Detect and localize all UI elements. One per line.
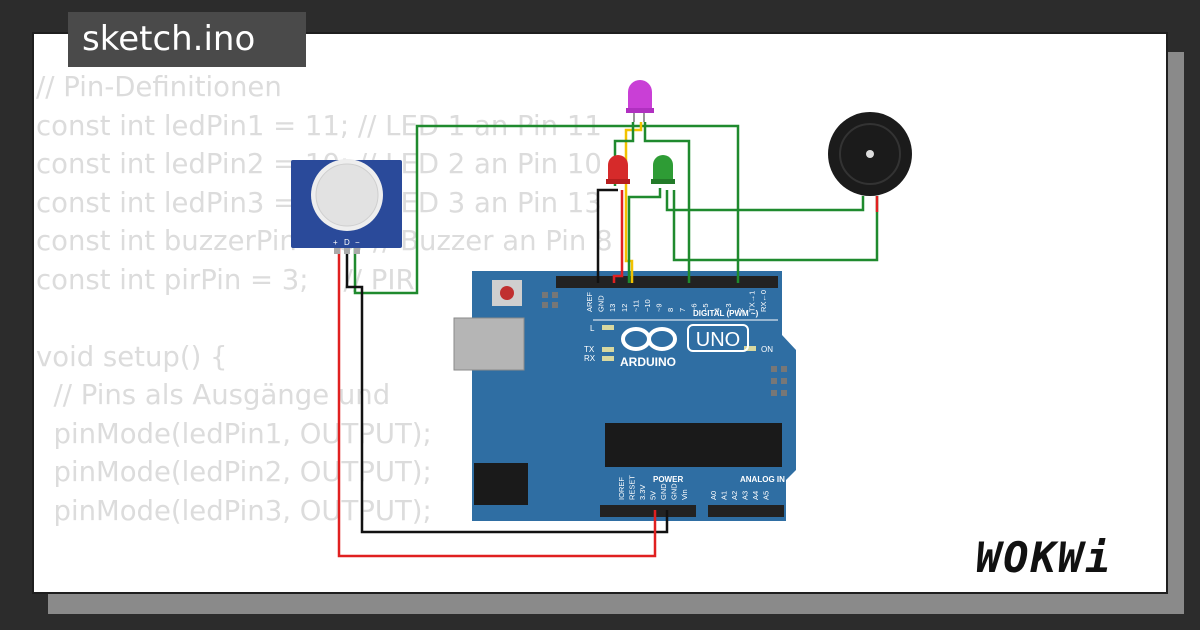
- code-line: const int ledPin2 = 10; // LED 2 an Pin …: [36, 148, 602, 180]
- wire-black-gnd: [345, 246, 669, 534]
- digital-pin-label: ~3: [724, 303, 733, 312]
- uno-label: UNO: [696, 329, 740, 351]
- uno-label-box: [687, 324, 749, 352]
- pir-pin-plus: +: [333, 238, 338, 247]
- file-tab[interactable]: sketch.ino: [68, 12, 306, 67]
- code-line: pinMode(ledPin2, OUTPUT);: [36, 456, 432, 488]
- digital-pin-label: 13: [608, 304, 617, 312]
- code-line: const int ledPin1 = 11; // LED 1 an Pin …: [36, 109, 602, 142]
- digital-pin-label: ~9: [655, 303, 664, 312]
- digital-pin-label: 7: [678, 308, 687, 312]
- wokwi-logo: WOKWi: [976, 533, 1113, 582]
- wire-green-led-b: [643, 122, 691, 283]
- code-line: const int buzzerPin = 8; // Buzzer an Pi…: [36, 225, 613, 257]
- led-purple[interactable]: [626, 80, 654, 122]
- power-pin-label: RESET: [628, 475, 637, 500]
- led-red[interactable]: [606, 155, 630, 184]
- pir-pin-minus: −: [355, 238, 360, 247]
- power-pin-label: 5V: [649, 491, 658, 500]
- analog-pin-label: A2: [730, 491, 739, 500]
- digital-pin-label: TX→1: [747, 291, 756, 312]
- digital-pin-label: GND: [597, 295, 606, 312]
- digital-pin-label: 12: [620, 304, 629, 312]
- power-pin-label: IOREF: [617, 477, 626, 500]
- reset-button[interactable]: [500, 286, 514, 300]
- power-jack-icon: [474, 463, 528, 505]
- code-line: void setup() {: [36, 340, 228, 373]
- analog-pin-label: A4: [751, 491, 760, 500]
- arduino-uno-board[interactable]: UNO ARDUINO DIGITAL (PWM ~) ON L TX RX P…: [453, 271, 796, 521]
- digital-pin-label: RX←0: [759, 290, 768, 312]
- wire-green-buzzer-sig: [672, 190, 879, 262]
- analog-pin-label: A3: [741, 491, 750, 500]
- microcontroller-chip: [605, 423, 782, 467]
- wire-green-led3: [627, 188, 662, 283]
- code-line: // Pins als Ausgänge und: [36, 379, 391, 411]
- digital-header-label: DIGITAL (PWM ~): [693, 309, 759, 318]
- led-rx-label: RX: [584, 354, 596, 363]
- code-line: const int pirPin = 3; // PIR: [36, 263, 415, 296]
- digital-pin-label: ~6: [689, 303, 698, 312]
- wire-green-pir: [353, 124, 740, 295]
- wires: [337, 122, 879, 558]
- code-line: // Pin-Definitionen: [36, 71, 282, 103]
- analog-header-label: ANALOG IN: [740, 475, 785, 484]
- wire-red-led: [612, 190, 624, 283]
- digital-pin-label: ~11: [631, 300, 640, 312]
- pir-pin-d: D: [344, 238, 350, 247]
- led-tx-label: TX: [584, 345, 595, 354]
- arduino-logo-icon: [621, 327, 677, 351]
- analog-pin-label: A0: [709, 491, 718, 500]
- power-pin-label: 3.3V: [638, 485, 647, 500]
- analog-pin-label: A5: [762, 491, 771, 500]
- wire-yellow-led: [624, 122, 643, 283]
- code-editor: // Pin-Definitionen const int ledPin1 = 1…: [36, 68, 613, 530]
- code-line: pinMode(ledPin1, OUTPUT);: [36, 417, 432, 450]
- wire-green-buzzer-gnd: [665, 190, 865, 212]
- on-label: ON: [761, 345, 773, 354]
- power-header-label: POWER: [653, 475, 683, 484]
- digital-pin-label: 4: [713, 308, 722, 312]
- digital-pin-label: ~5: [701, 303, 710, 312]
- digital-pin-label: 8: [666, 308, 675, 312]
- led-green[interactable]: [651, 155, 675, 184]
- wire-red-5v: [337, 246, 657, 558]
- digital-pin-label: AREF: [585, 292, 594, 312]
- wire-black-led: [596, 188, 618, 283]
- buzzer[interactable]: [828, 112, 912, 196]
- arduino-brand: ARDUINO: [620, 355, 676, 369]
- pir-sensor[interactable]: + D −: [291, 159, 402, 254]
- power-pin-label: GND: [659, 483, 668, 500]
- power-pin-label: GND: [670, 483, 679, 500]
- power-pin-label: Vin: [680, 489, 689, 500]
- code-line: pinMode(ledPin3, OUTPUT);: [36, 494, 432, 527]
- digital-pin-label: 2: [736, 308, 745, 312]
- usb-port-icon: [453, 317, 525, 371]
- led-l-label: L: [590, 324, 595, 333]
- analog-pin-label: A1: [720, 491, 729, 500]
- digital-pin-label: ~10: [643, 299, 652, 312]
